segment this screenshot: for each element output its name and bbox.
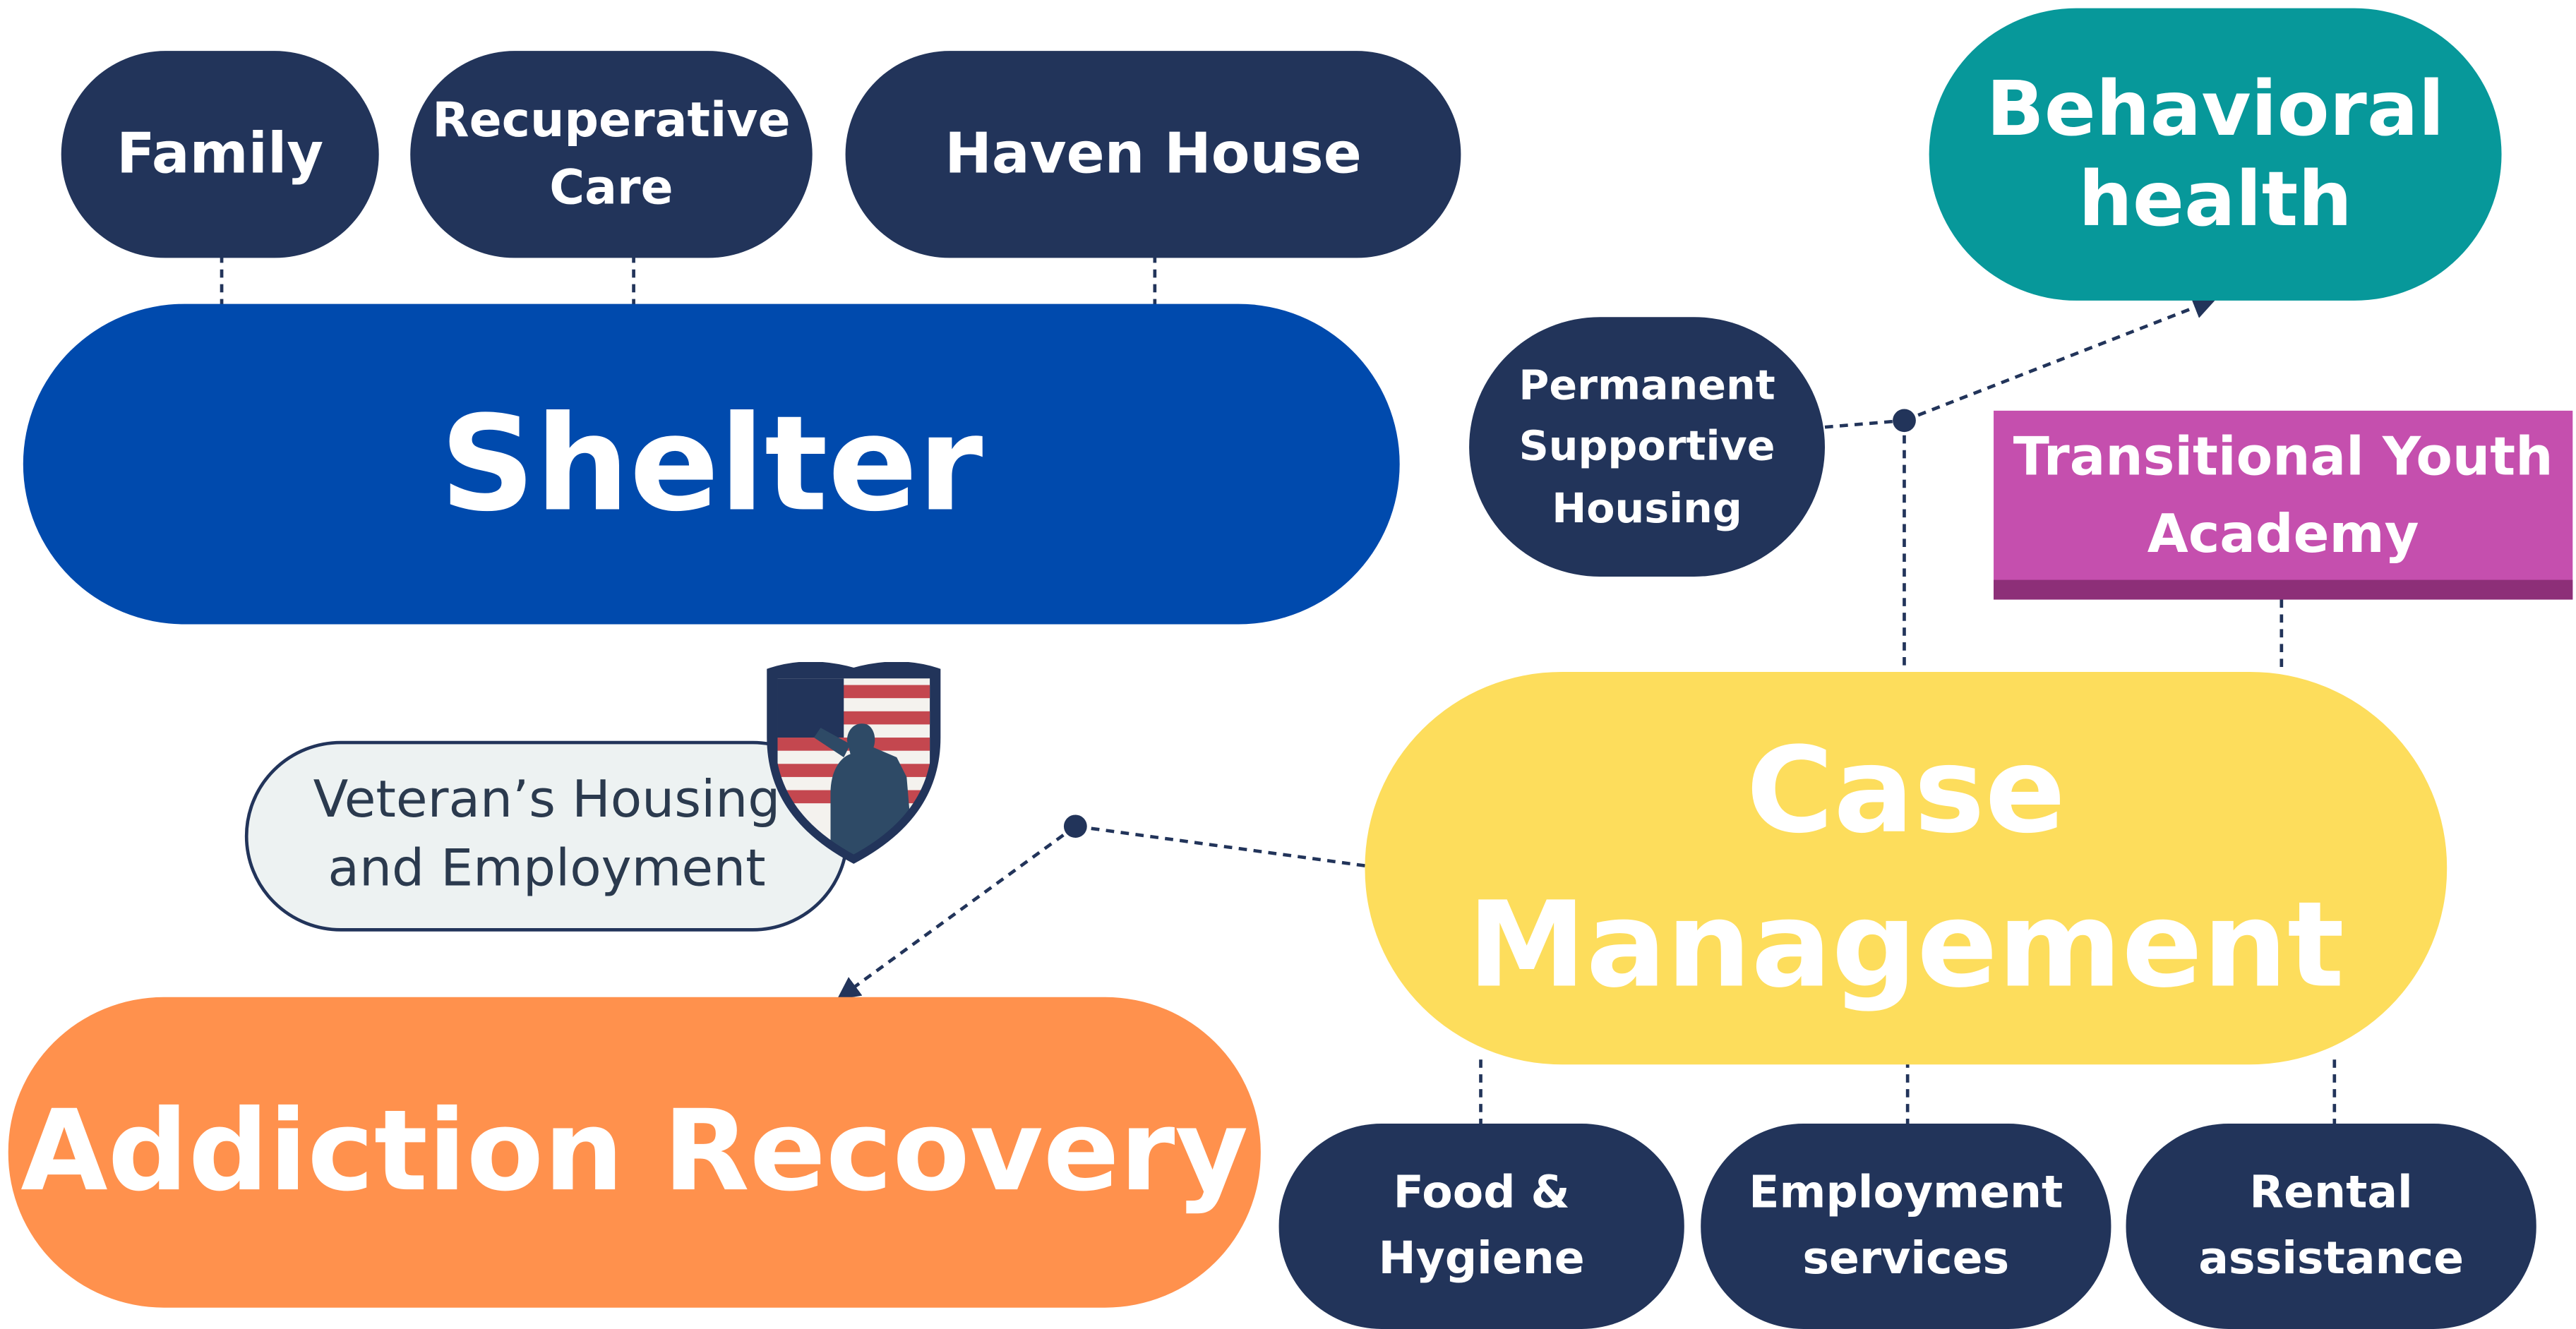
junction-dot-right xyxy=(1893,409,1916,433)
addiction-recovery-label: Addiction Recovery xyxy=(20,1087,1249,1217)
behavioral-health-label: Behavioral health xyxy=(1986,64,2445,243)
employment-services-label: Employment services xyxy=(1749,1168,2063,1284)
haven-house-node: Haven House xyxy=(845,51,1461,258)
haven-house-label: Haven House xyxy=(945,121,1362,188)
food-hygiene-label: Food & Hygiene xyxy=(1378,1168,1585,1284)
veterans-housing-label: Veteran’s Housing and Employment xyxy=(313,770,781,899)
employment-services-node: Employment services xyxy=(1701,1124,2111,1329)
permanent-supportive-housing-label: Permanent Supportive Housing xyxy=(1518,361,1775,532)
family-node: Family xyxy=(61,51,379,258)
permanent-supportive-housing-node: Permanent Supportive Housing xyxy=(1469,317,1825,577)
connector-junction-behavioral xyxy=(1903,296,2217,423)
connector-junction-addiction xyxy=(837,824,1077,1000)
junction-dot-left xyxy=(1063,814,1087,838)
rental-assistance-label: Rental assistance xyxy=(2198,1168,2464,1284)
family-label: Family xyxy=(116,121,324,188)
transitional-youth-academy-label: Transitional Youth Academy xyxy=(2013,426,2553,565)
recuperative-care-node: Recuperative Care xyxy=(410,51,813,258)
veteran-shield-flag-icon xyxy=(767,661,941,864)
food-hygiene-node: Food & Hygiene xyxy=(1278,1124,1684,1329)
addiction-recovery-node: Addiction Recovery xyxy=(8,997,1261,1308)
connector-psh-junction xyxy=(1824,419,1905,429)
case-management-label: Case Management xyxy=(1467,721,2344,1013)
transitional-youth-academy-node: Transitional Youth Academy xyxy=(1994,410,2573,600)
rental-assistance-node: Rental assistance xyxy=(2126,1124,2536,1329)
connector-case-junction xyxy=(1075,824,1365,867)
shelter-node: Shelter xyxy=(23,303,1400,625)
case-management-node: Case Management xyxy=(1365,671,2448,1065)
recuperative-care-label: Recuperative Care xyxy=(432,92,791,215)
veterans-housing-node: Veteran’s Housing and Employment xyxy=(244,740,849,932)
behavioral-health-node: Behavioral health xyxy=(1929,8,2502,301)
shelter-label: Shelter xyxy=(440,387,983,541)
